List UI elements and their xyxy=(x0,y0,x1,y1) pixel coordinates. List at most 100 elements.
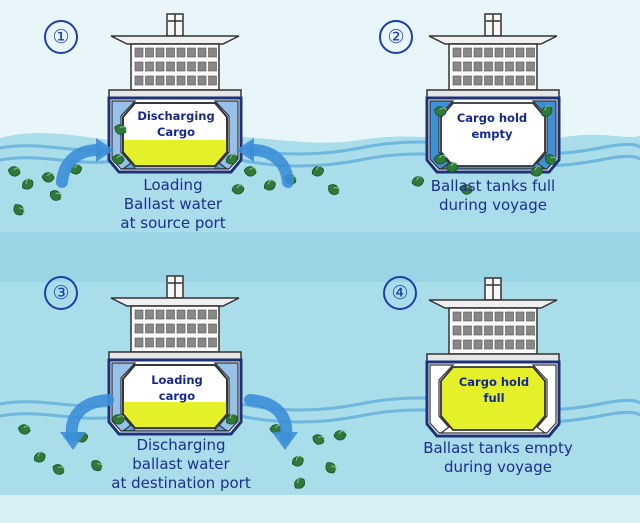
caption-4-line-2: during voyage xyxy=(443,458,553,476)
organism-weed xyxy=(231,184,245,195)
ship-window xyxy=(463,75,472,86)
ship-window xyxy=(166,61,175,72)
ballast-tank-left xyxy=(429,364,455,434)
ships-layer xyxy=(107,13,561,438)
arrow-inflow-left xyxy=(56,138,114,188)
organism-weed xyxy=(17,424,31,435)
weed-leaf xyxy=(231,184,245,195)
ship-bridge-wing xyxy=(428,299,558,309)
ship-window xyxy=(208,47,217,58)
ship-window xyxy=(208,323,217,334)
ship-window xyxy=(187,309,196,320)
ship-step-1 xyxy=(107,13,243,174)
weed-vein xyxy=(74,163,81,169)
ship-window xyxy=(505,325,514,336)
weed-leaf xyxy=(111,154,125,165)
weed-vein xyxy=(25,178,32,184)
weed-vein xyxy=(317,436,325,441)
caption-2-line-1: Ballast tanks full xyxy=(430,177,556,195)
weed-leaf xyxy=(7,166,21,177)
ship-window xyxy=(197,309,207,320)
ship-window xyxy=(145,323,154,334)
caption-1-line-2: Ballast water xyxy=(123,195,223,213)
ship-window xyxy=(176,309,186,320)
ship-window xyxy=(452,339,462,350)
weed-leaf xyxy=(294,477,305,489)
organism-weed xyxy=(325,462,337,474)
ship-window xyxy=(134,337,144,348)
hull-label-1: Discharging Cargo xyxy=(130,108,222,140)
organism-weed-in-tank xyxy=(541,105,553,117)
organism-weed xyxy=(7,166,21,177)
weed-leaf xyxy=(325,462,336,474)
weed-vein xyxy=(116,154,124,159)
ship-window xyxy=(526,75,535,86)
weed-vein xyxy=(236,184,244,189)
ship-bridge-wing xyxy=(110,35,240,45)
weed-vein xyxy=(55,192,62,198)
hull-label-1-line-1: Discharging xyxy=(137,109,215,123)
ship-window xyxy=(187,61,196,72)
weed-vein xyxy=(333,187,340,192)
ship-window xyxy=(473,47,483,58)
ship-window xyxy=(515,75,525,86)
hull-label-1-line-2: Cargo xyxy=(156,125,195,139)
weed-leaf xyxy=(41,172,55,183)
ship-window xyxy=(166,309,175,320)
ship-window xyxy=(134,47,144,58)
arrow-head xyxy=(272,432,298,450)
cargo-hold xyxy=(440,366,546,431)
hull-label-4-line-1: Cargo hold xyxy=(458,375,530,389)
organism-weed-in-tank xyxy=(226,413,238,425)
weed-vein xyxy=(19,207,25,214)
weed-leaf xyxy=(311,166,324,177)
weed-leaf xyxy=(91,460,103,471)
ship-window xyxy=(155,61,165,72)
weed-vein xyxy=(550,156,557,162)
weed-vein xyxy=(23,425,31,430)
hull-label-4: Cargo hold full xyxy=(448,374,540,406)
weed-vein xyxy=(438,154,446,159)
ship-window xyxy=(484,311,493,322)
weed-vein xyxy=(544,105,551,111)
caption-2-line-2: during voyage xyxy=(438,196,548,214)
ship-window xyxy=(197,337,207,348)
weed-vein xyxy=(229,413,236,419)
ship-window xyxy=(134,309,144,320)
ship-window xyxy=(484,75,493,86)
ship-window xyxy=(452,47,462,58)
organism-weed-in-tank xyxy=(433,106,447,117)
organism-weed xyxy=(294,477,305,489)
cargo-hold xyxy=(440,102,546,167)
caption-3-line-2: ballast water xyxy=(132,455,230,473)
ship-window xyxy=(473,311,483,322)
organism-weed xyxy=(328,184,340,195)
ship-window xyxy=(526,47,535,58)
weed-leaf xyxy=(411,176,425,187)
weed-leaf xyxy=(460,184,473,195)
hull-label-4-line-2: full xyxy=(483,391,505,405)
organism-weed-in-tank xyxy=(530,165,543,177)
ship-window xyxy=(515,311,525,322)
weed-leaf xyxy=(226,414,238,425)
ship-window xyxy=(452,325,462,336)
ship-window xyxy=(473,75,483,86)
weed-vein xyxy=(117,415,125,419)
ship-window xyxy=(484,339,493,350)
organism-weed-in-tank xyxy=(114,124,127,135)
ship-window xyxy=(197,75,207,86)
ship-window xyxy=(463,325,472,336)
ship-window xyxy=(515,47,525,58)
ship-window xyxy=(463,61,472,72)
weed-vein xyxy=(331,465,337,472)
ship-window xyxy=(515,325,525,336)
ship-window xyxy=(145,61,154,72)
ship-window xyxy=(526,339,535,350)
arrow-shaft xyxy=(65,394,114,442)
ship-window xyxy=(176,61,186,72)
organism-weed-in-tank xyxy=(111,154,125,165)
weed-vein xyxy=(316,165,323,171)
weed-vein xyxy=(46,172,54,177)
weed-vein xyxy=(534,165,542,171)
